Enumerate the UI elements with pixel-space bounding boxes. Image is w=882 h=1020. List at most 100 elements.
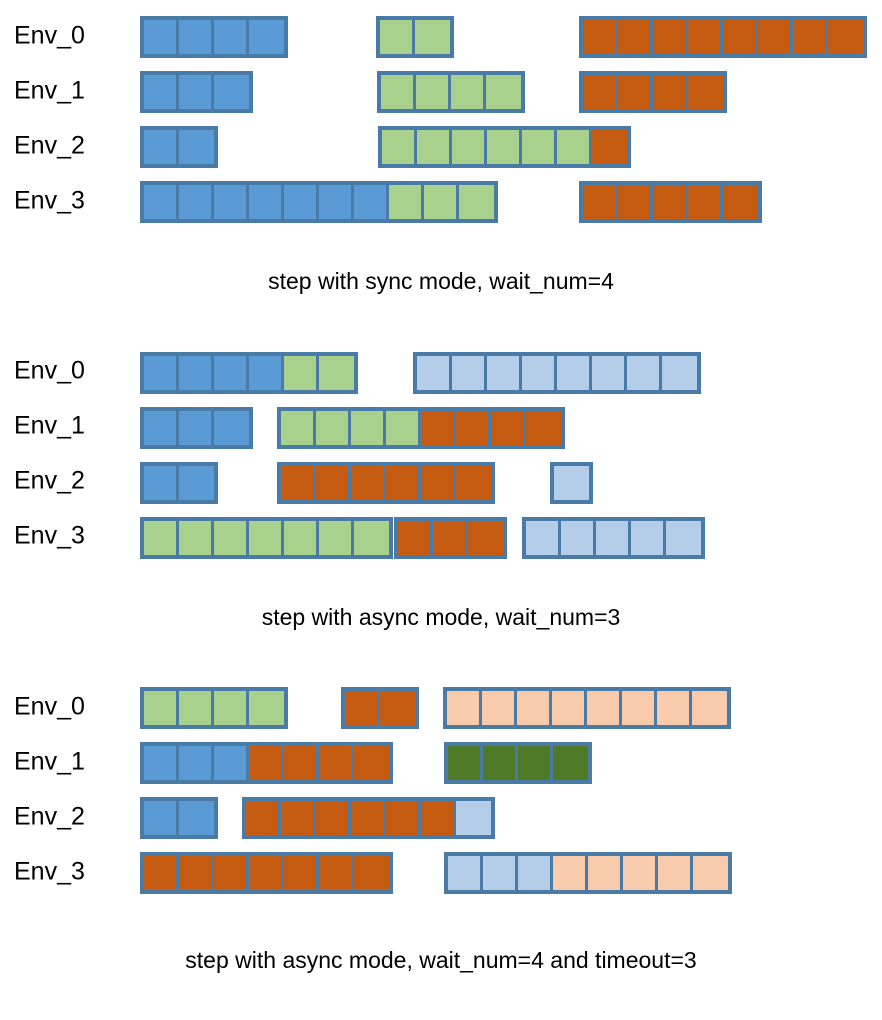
timeline-cell-orange [397,520,433,555]
timeline-block[interactable] [276,461,495,504]
timeline-block[interactable] [140,71,253,113]
timeline-cell-light-blue [447,856,483,891]
timeline-cell-light-blue [517,856,553,891]
timeline-cell-light-blue [482,856,518,891]
timeline-block[interactable] [341,687,420,730]
timeline-block[interactable] [393,516,507,559]
timeline-cell-orange [284,746,319,781]
timeline-block[interactable] [376,16,455,58]
env-row-label: Env_0 [14,21,85,49]
timeline-cell-peach [657,856,693,891]
timeline-block[interactable] [579,181,763,223]
env-row: Env_0 [0,679,882,734]
timeline-cell-green [214,520,249,555]
timeline-block[interactable] [276,406,565,449]
timeline-cell-green [179,520,214,555]
timeline-block[interactable] [241,797,495,840]
timeline-cell-peach [552,856,588,891]
timeline-block[interactable] [140,351,358,394]
timeline-cell-blue [249,185,284,219]
timeline-cell-green [389,185,424,219]
timeline-cell-blue [214,185,249,219]
timeline-cell-light-blue [553,465,589,500]
timeline-block[interactable] [140,406,253,449]
timeline-cell-peach [692,856,728,891]
timeline-cell-light-blue [560,520,596,555]
timeline-block[interactable] [413,351,701,394]
env-row: Env_3 [0,173,882,228]
env-row: Env_2 [0,118,882,173]
timeline-cell-orange [420,801,456,836]
timeline-block[interactable] [579,71,728,113]
timeline-block[interactable] [140,742,393,785]
timeline-cell-peach [516,691,552,726]
timeline-block[interactable] [140,461,218,504]
timeline-cell-green [459,185,494,219]
timeline-block[interactable] [549,461,593,504]
timeline-cell-orange [354,856,389,891]
timeline-cell-orange [432,520,468,555]
panel-caption: step with async mode, wait_num=4 and tim… [185,947,697,974]
timeline-block[interactable] [443,852,732,895]
timeline-cell-orange [280,465,316,500]
timeline-cell-orange [319,856,354,891]
timeline-cell-orange [284,856,319,891]
env-row-track [0,63,882,118]
timeline-cell-light-blue [452,355,487,390]
env-row: Env_2 [0,789,882,844]
timeline-block[interactable] [140,687,288,730]
timeline-cell-orange [653,75,689,109]
timeline-cell-blue [179,355,214,390]
timeline-cell-orange [583,20,619,54]
timeline-block[interactable] [443,742,592,785]
timeline-cell-blue [179,185,214,219]
timeline-block[interactable] [377,71,526,113]
env-row-label: Env_2 [14,466,85,495]
timeline-block[interactable] [140,16,288,58]
timeline-cell-peach [656,691,692,726]
env-row-track [0,118,882,173]
timeline-block[interactable] [442,687,731,730]
timeline-cell-orange [319,746,354,781]
timeline-cell-blue [179,20,214,54]
timeline-cell-blue [179,410,214,445]
timeline-block[interactable] [521,516,705,559]
timeline-cell-blue [144,75,179,109]
timeline-cell-green [487,130,522,164]
timeline-cell-dark-green [517,746,553,781]
timeline-cell-orange [455,465,491,500]
timeline-cell-green [179,691,214,726]
timeline-cell-green [424,185,459,219]
env-row-label: Env_3 [14,521,85,550]
timeline-cell-light-blue [630,520,666,555]
timeline-block[interactable] [140,126,218,168]
timeline-block[interactable] [579,16,868,58]
timeline-cell-orange [618,185,654,219]
env-row: Env_1 [0,63,882,118]
timeline-block[interactable] [140,516,393,559]
timeline-cell-orange [653,185,689,219]
timeline-cell-peach [446,691,482,726]
timeline-cell-peach [587,856,623,891]
timeline-cell-orange [420,465,456,500]
timeline-block[interactable] [140,181,498,223]
timeline-cell-blue [144,355,179,390]
timeline-cell-green [382,130,417,164]
env-row-track [0,734,882,789]
timeline-cell-orange [525,410,561,445]
timeline-cell-light-blue [665,520,701,555]
timeline-block[interactable] [140,797,218,840]
timeline-cell-orange [179,856,214,891]
timeline-cell-blue [319,185,354,219]
timeline-cell-orange [828,20,864,54]
timeline-cell-light-blue [487,355,522,390]
timeline-block[interactable] [378,126,631,168]
timeline-block[interactable] [140,852,393,895]
timeline-cell-blue [214,746,249,781]
timeline-cell-orange [758,20,794,54]
timeline-cell-green [354,520,389,555]
